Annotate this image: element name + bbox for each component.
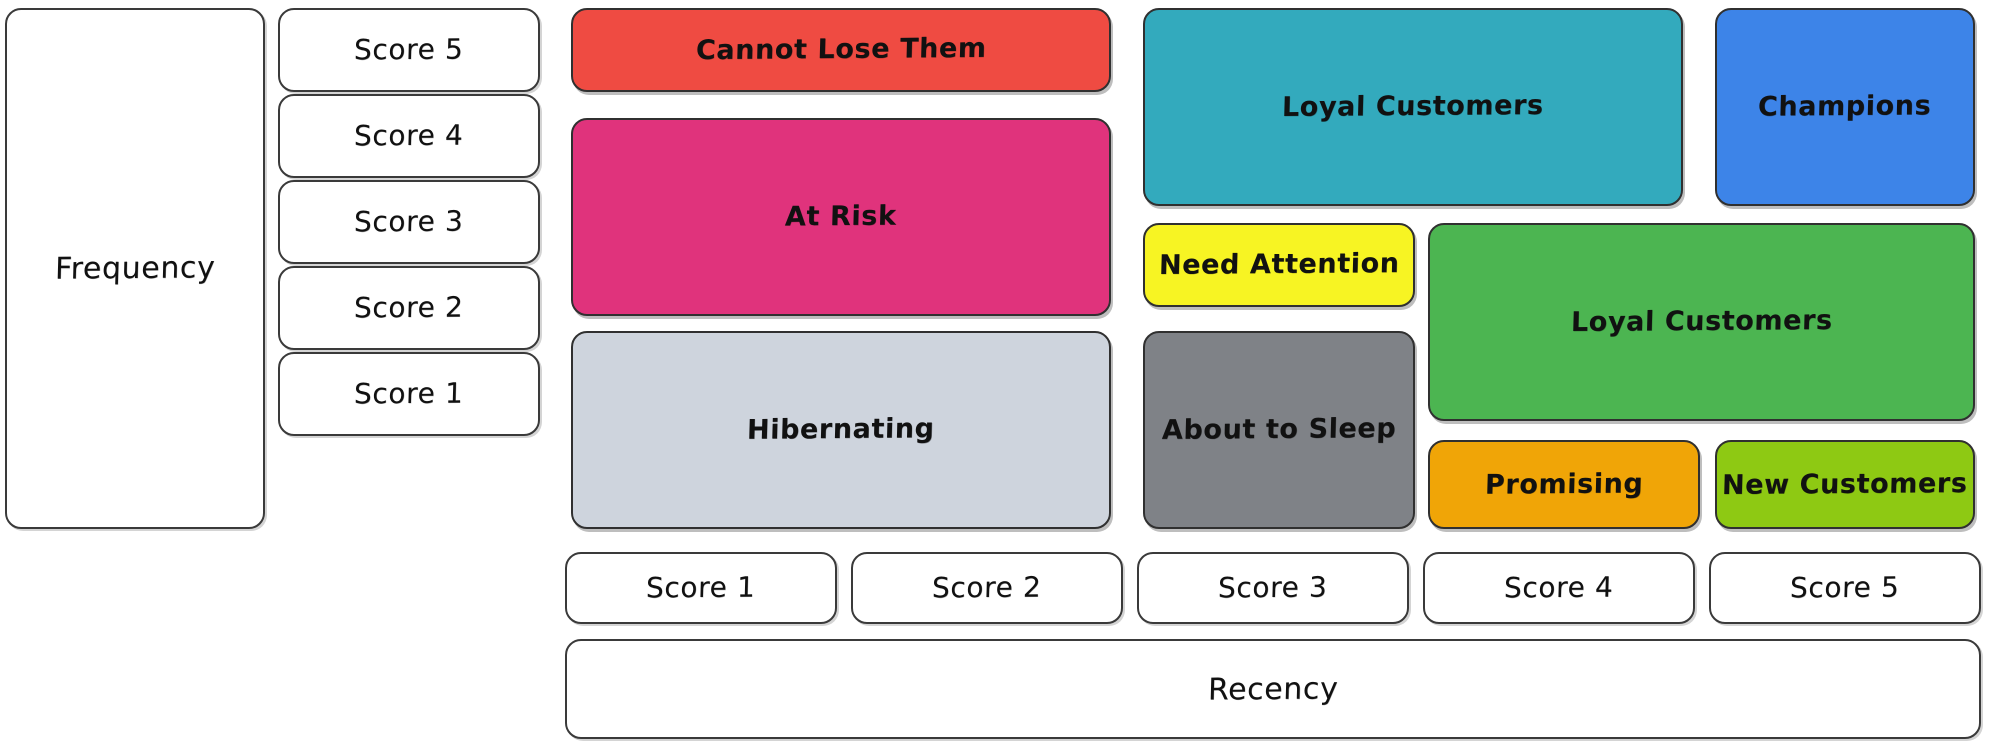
segment-promising[interactable]: Promising — [1428, 440, 1700, 529]
recency-axis-text: Recency — [1207, 670, 1339, 708]
frequency-score-1-label: Score 1 — [353, 376, 465, 411]
segment-cannot-lose-them[interactable]: Cannot Lose Them — [571, 8, 1111, 92]
segment-about-to-sleep-label: About to Sleep — [1161, 413, 1397, 447]
segment-at-risk[interactable]: At Risk — [571, 118, 1111, 316]
recency-score-1[interactable]: Score 1 — [565, 552, 837, 624]
recency-score-2[interactable]: Score 2 — [851, 552, 1123, 624]
frequency-score-5-label: Score 5 — [353, 32, 465, 67]
segment-new-customers[interactable]: New Customers — [1715, 440, 1975, 529]
frequency-score-4-label: Score 4 — [353, 118, 465, 153]
segment-new-customers-label: New Customers — [1721, 467, 1969, 501]
frequency-score-2-label: Score 2 — [353, 290, 465, 325]
segment-cannot-lose-them-label: Cannot Lose Them — [695, 33, 987, 67]
segment-promising-label: Promising — [1484, 468, 1644, 501]
frequency-score-2[interactable]: Score 2 — [278, 266, 540, 350]
recency-axis-label: Recency — [565, 639, 1981, 739]
recency-score-5-label: Score 5 — [1789, 570, 1901, 605]
frequency-axis-label: Frequency — [5, 8, 265, 529]
segment-at-risk-label: At Risk — [784, 200, 898, 233]
recency-score-1-label: Score 1 — [645, 570, 757, 605]
segment-loyal-customers-green[interactable]: Loyal Customers — [1428, 223, 1975, 421]
segment-hibernating[interactable]: Hibernating — [571, 331, 1111, 529]
recency-score-3-label: Score 3 — [1217, 570, 1329, 605]
segment-champions-label: Champions — [1757, 90, 1933, 123]
segment-need-attention-label: Need Attention — [1158, 248, 1400, 282]
frequency-score-1[interactable]: Score 1 — [278, 352, 540, 436]
frequency-score-3[interactable]: Score 3 — [278, 180, 540, 264]
segment-loyal-customers-teal[interactable]: Loyal Customers — [1143, 8, 1683, 206]
frequency-score-3-label: Score 3 — [353, 204, 465, 239]
recency-score-4[interactable]: Score 4 — [1423, 552, 1695, 624]
recency-score-5[interactable]: Score 5 — [1709, 552, 1981, 624]
segment-about-to-sleep[interactable]: About to Sleep — [1143, 331, 1415, 529]
segment-hibernating-label: Hibernating — [746, 413, 936, 446]
segment-champions[interactable]: Champions — [1715, 8, 1975, 206]
frequency-score-5[interactable]: Score 5 — [278, 8, 540, 92]
frequency-axis-text: Frequency — [54, 250, 216, 287]
segment-need-attention[interactable]: Need Attention — [1143, 223, 1415, 307]
recency-score-4-label: Score 4 — [1503, 570, 1615, 605]
segment-loyal-customers-green-label: Loyal Customers — [1570, 305, 1833, 339]
recency-score-2-label: Score 2 — [931, 570, 1043, 605]
frequency-score-4[interactable]: Score 4 — [278, 94, 540, 178]
segment-loyal-customers-teal-label: Loyal Customers — [1281, 90, 1545, 124]
recency-score-3[interactable]: Score 3 — [1137, 552, 1409, 624]
